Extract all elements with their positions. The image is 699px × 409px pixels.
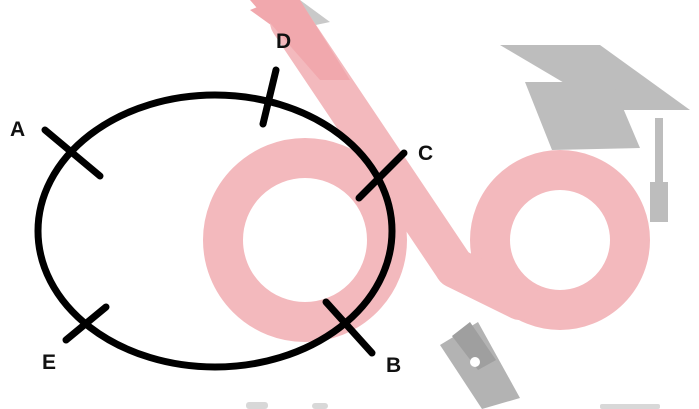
tick-c (355, 149, 408, 202)
tick-d (259, 66, 280, 128)
label-d: D (276, 30, 291, 53)
graduation-cap-icon (500, 45, 690, 222)
logo-stroke-tip (250, 0, 350, 80)
label-e: E (42, 351, 56, 374)
tick-b (322, 298, 376, 357)
fountain-pen-icon (440, 322, 520, 409)
watermark (203, 0, 690, 409)
label-a: A (10, 118, 25, 141)
tick-e (62, 303, 110, 344)
bottom-smudges (246, 402, 660, 409)
tick-marks (41, 66, 408, 357)
label-c: C (418, 142, 433, 165)
tick-a (41, 126, 104, 180)
point-labels: A D C B E (10, 30, 433, 377)
label-b: B (386, 354, 401, 377)
closed-loop (34, 91, 396, 371)
